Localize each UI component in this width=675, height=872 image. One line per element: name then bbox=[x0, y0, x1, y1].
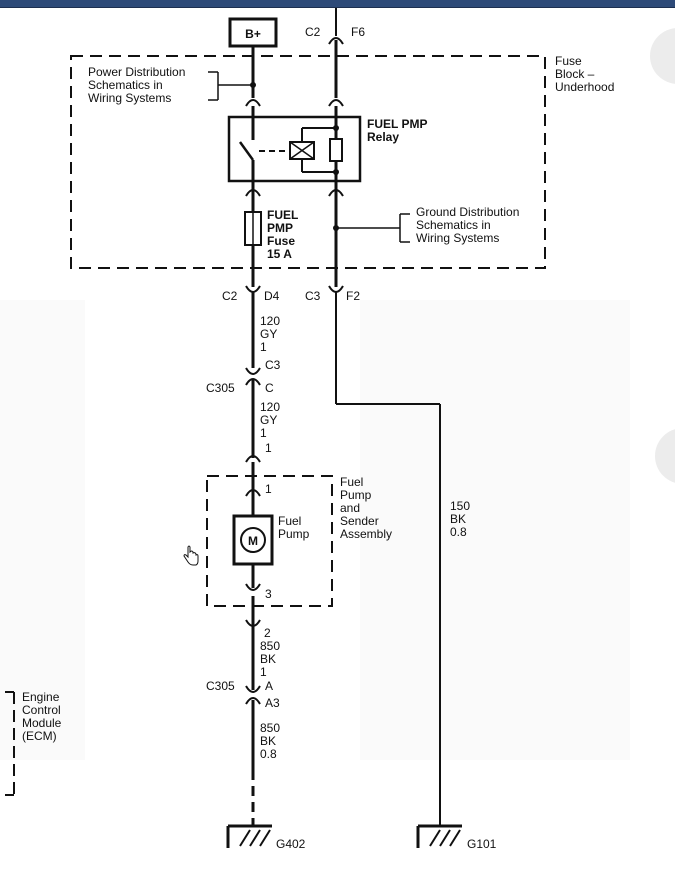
fuse-label-2: PMP bbox=[267, 221, 293, 235]
relay-resistor bbox=[329, 138, 343, 162]
pump-assembly-line-4: Sender bbox=[340, 514, 379, 528]
ecm-line-3: Module bbox=[22, 716, 62, 730]
wire3-label-4: 1 bbox=[260, 665, 267, 679]
pump-pin-in: 1 bbox=[265, 441, 272, 455]
top-connector-left-label: C2 bbox=[305, 25, 321, 39]
relay-label-2: Relay bbox=[367, 130, 399, 144]
power-dist-line-2: Schematics in bbox=[88, 78, 163, 92]
relay-connector-right-out bbox=[328, 189, 344, 197]
ecm-line-1: Engine bbox=[22, 690, 60, 704]
battery-box bbox=[228, 17, 278, 48]
motor-symbol: M bbox=[248, 534, 258, 548]
c305-lower-name: C305 bbox=[206, 679, 235, 693]
wire2-label-2: GY bbox=[260, 413, 277, 427]
wire3-label-3: BK bbox=[260, 652, 276, 666]
wire3-label-1: 2 bbox=[264, 626, 271, 640]
wire-right-label-2: BK bbox=[450, 512, 466, 526]
connector-c3-label: C3 bbox=[305, 289, 321, 303]
side-scroll-button-bottom[interactable] bbox=[655, 428, 675, 484]
relay-coil-x2 bbox=[289, 141, 315, 160]
motor-label-2: Pump bbox=[278, 527, 310, 541]
connector-top-right bbox=[328, 37, 344, 45]
wire3-label-2: 850 bbox=[260, 639, 280, 653]
relay-connector-left bbox=[245, 99, 261, 107]
motor-icon bbox=[240, 527, 266, 553]
background-panel-right bbox=[360, 300, 630, 760]
fuse-label-1: FUEL bbox=[267, 208, 298, 222]
c305-lower-pin-bottom: A3 bbox=[265, 696, 280, 710]
hand-cursor-icon bbox=[183, 545, 199, 566]
fuse-block-line-2: Block – bbox=[555, 67, 595, 81]
c305-upper-female bbox=[245, 367, 261, 375]
wire4-label-3: 0.8 bbox=[260, 747, 277, 761]
wire1-label-1: 120 bbox=[260, 314, 280, 328]
pump-pin-in-inner: 1 bbox=[265, 482, 272, 496]
ground-dist-line-3: Wiring Systems bbox=[416, 231, 499, 245]
motor-label-1: Fuel bbox=[278, 514, 301, 528]
window-top-bar bbox=[0, 0, 675, 8]
c305-lower-male bbox=[245, 697, 261, 705]
ground-dist-line-2: Schematics in bbox=[416, 218, 491, 232]
relay-node-top bbox=[333, 125, 339, 131]
c305-upper-name: C305 bbox=[206, 381, 235, 395]
connector-c2-label: C2 bbox=[222, 289, 238, 303]
wire2-label-1: 120 bbox=[260, 400, 280, 414]
background-panel-left bbox=[0, 300, 85, 760]
c305-upper-male bbox=[245, 378, 261, 386]
relay-node-bottom bbox=[333, 169, 339, 175]
c305-upper-pin-top: C3 bbox=[265, 358, 281, 372]
power-dist-line-1: Power Distribution bbox=[88, 65, 185, 79]
wire-right-label-1: 150 bbox=[450, 499, 470, 513]
top-connector-right-label: F6 bbox=[351, 25, 365, 39]
wire4-label-2: BK bbox=[260, 734, 276, 748]
ground-icon-g101 bbox=[416, 824, 462, 848]
ground-g402-label: G402 bbox=[276, 837, 306, 851]
relay-connector-right bbox=[328, 99, 344, 107]
fuse-label-4: 15 A bbox=[267, 247, 292, 261]
pump-connector-in bbox=[245, 455, 261, 463]
relay-connector-left-out bbox=[245, 189, 261, 197]
pump-inner-connector-out bbox=[245, 583, 261, 591]
fuse-block-line-3: Underhood bbox=[555, 80, 614, 94]
pump-assembly-line-1: Fuel bbox=[340, 475, 363, 489]
power-dist-line-3: Wiring Systems bbox=[88, 91, 171, 105]
pump-assembly-line-3: and bbox=[340, 501, 360, 515]
relay-label-1: FUEL PMP bbox=[367, 117, 427, 131]
ground-g101-label: G101 bbox=[467, 837, 497, 851]
ground-dist-line-1: Ground Distribution bbox=[416, 205, 519, 219]
connector-f2-label: F2 bbox=[346, 289, 360, 303]
c305-upper-pin-bottom: C bbox=[265, 381, 274, 395]
fuse-label-3: Fuse bbox=[267, 234, 295, 248]
battery-label: B+ bbox=[245, 27, 261, 41]
wire2-label-3: 1 bbox=[260, 426, 267, 440]
fuse-block-boundary bbox=[70, 55, 546, 269]
wire-right-label-3: 0.8 bbox=[450, 525, 467, 539]
pump-assembly-line-5: Assembly bbox=[340, 527, 392, 541]
wire1-label-3: 1 bbox=[260, 340, 267, 354]
ecm-line-4: (ECM) bbox=[22, 729, 57, 743]
c305-lower-pin-top: A bbox=[265, 679, 273, 693]
fuse-block-line-1: Fuse bbox=[555, 54, 582, 68]
ground-icon-g402 bbox=[226, 824, 272, 848]
pump-assembly-line-2: Pump bbox=[340, 488, 372, 502]
fuel-pump-assembly-boundary bbox=[206, 475, 333, 607]
ecm-line-2: Control bbox=[22, 703, 61, 717]
wire4-label-1: 850 bbox=[260, 721, 280, 735]
connector-d4-label: D4 bbox=[264, 289, 280, 303]
wire1-label-2: GY bbox=[260, 327, 277, 341]
relay-switch-arm bbox=[238, 141, 255, 161]
pump-pin-out-inner: 3 bbox=[265, 587, 272, 601]
c305-lower-female bbox=[245, 685, 261, 693]
